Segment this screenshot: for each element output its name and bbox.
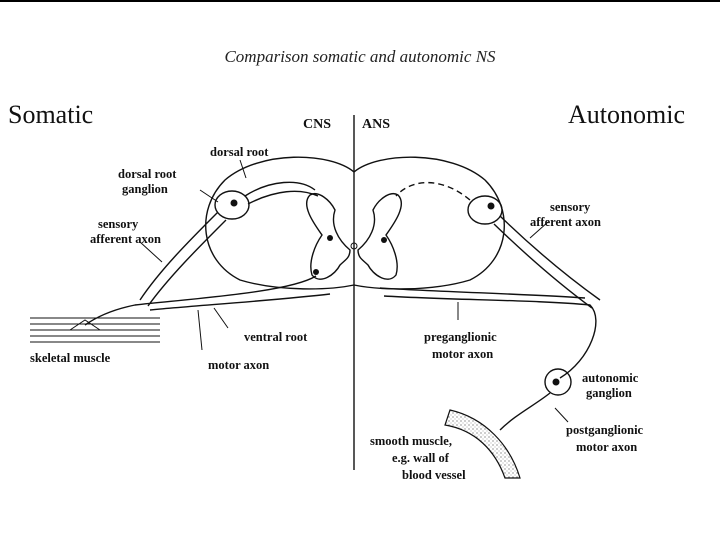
leader-ventral-root <box>213 307 229 329</box>
smooth-muscle-label-3: blood vessel <box>402 468 466 482</box>
dorsal-root-left-2 <box>247 190 319 205</box>
dorsal-root-ganglion-left <box>214 190 250 220</box>
cns-label: CNS <box>303 117 331 132</box>
dorsal-root-ganglion-right <box>467 195 503 225</box>
leader-sensory-right <box>529 221 549 239</box>
dorsal-root-right-dashed <box>395 181 471 201</box>
motor-neuron-left <box>313 269 319 275</box>
sensory-left-label-1: sensory <box>98 217 139 231</box>
leader-motor-axon <box>197 309 203 351</box>
sensory-axon-left <box>139 211 219 301</box>
drg-label-2: ganglion <box>122 182 168 196</box>
ventral-root-label: ventral root <box>244 330 308 344</box>
leader-dorsal-root <box>239 159 247 179</box>
leader-sensory-left <box>139 241 163 263</box>
ganglion-cell-left <box>230 199 238 207</box>
skeletal-muscle-label: skeletal muscle <box>30 351 111 365</box>
smooth-muscle-label-2: e.g. wall of <box>392 451 450 465</box>
skeletal-muscle <box>30 317 160 343</box>
postganglionic-label-2: motor axon <box>576 440 637 454</box>
smooth-muscle-label-1: smooth muscle, <box>370 434 452 448</box>
preganglionic-neuron-right <box>381 237 387 243</box>
dorsal-root-left <box>244 181 316 197</box>
motor-axon-label: motor axon <box>208 358 269 372</box>
leader-drg <box>199 189 219 203</box>
preganglionic-axon-2 <box>379 287 586 299</box>
somatic-heading: Somatic <box>8 100 94 129</box>
interneuron-left <box>327 235 333 241</box>
ganglion-cell-right <box>487 202 495 210</box>
autonomic-ganglion-cell <box>552 378 560 386</box>
slide-title: Comparison somatic and autonomic NS <box>224 47 496 66</box>
autonomic-ganglion <box>544 368 572 396</box>
blood-vessel-wall <box>444 409 521 479</box>
leader-postganglionic <box>554 407 569 423</box>
preganglionic-label-2: motor axon <box>432 347 493 361</box>
postganglionic-axon <box>499 392 551 431</box>
grey-matter-right <box>357 193 403 280</box>
preganglionic-label-1: preganglionic <box>424 330 497 344</box>
autonomic-heading: Autonomic <box>568 100 685 129</box>
sensory-axon-right-2 <box>493 223 593 309</box>
ventral-root-left <box>84 275 317 326</box>
motor-axon-left <box>149 293 331 311</box>
dorsal-root-label: dorsal root <box>210 145 269 159</box>
grey-matter-left <box>305 193 351 280</box>
spinal-cord-outline <box>205 156 505 290</box>
autonomic-ganglion-label-1: autonomic <box>582 371 639 385</box>
autonomic-ganglion-label-2: ganglion <box>586 386 632 400</box>
drg-label-1: dorsal root <box>118 167 177 181</box>
preganglionic-axon <box>383 295 597 379</box>
top-border-line <box>0 0 720 2</box>
postganglionic-label-1: postganglionic <box>566 423 644 437</box>
sensory-axon-right <box>499 215 601 301</box>
sensory-right-label-2: afferent axon <box>530 215 601 229</box>
sensory-left-label-2: afferent axon <box>90 232 161 246</box>
sensory-right-label-1: sensory <box>550 200 591 214</box>
central-canal <box>350 242 358 250</box>
ans-label: ANS <box>362 117 390 132</box>
sensory-axon-left-2 <box>147 219 227 307</box>
